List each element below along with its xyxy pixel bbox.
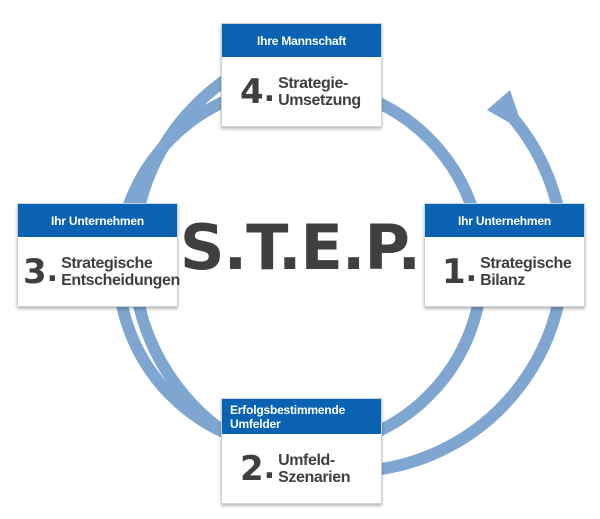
step-4-body: 4. Strategie- Umsetzung (222, 57, 381, 126)
step-2-label-line-1: Umfeld- (278, 451, 335, 469)
step-2-label: Umfeld- Szenarien (278, 452, 350, 486)
step-2-header: Erfolgsbestimmende Umfelder (222, 399, 381, 434)
step-4-dot: . (263, 73, 276, 109)
step-4-box: Ihre Mannschaft 4. Strategie- Umsetzung (221, 23, 382, 127)
step-3-label-line-1: Strategische (61, 254, 153, 272)
step-4-number: 4 (240, 71, 264, 112)
diagram-title: S.T.E.P. (179, 211, 421, 284)
step-1-box: Ihr Unternehmen 1. Strategische Bilanz (424, 203, 585, 307)
step-1-dot: . (465, 253, 478, 289)
step-3-header: Ihr Unternehmen (18, 204, 177, 237)
cycle-arrow-head (487, 90, 524, 131)
step-4-label-line-1: Strategie- (278, 74, 348, 92)
step-1-body: 1. Strategische Bilanz (425, 237, 584, 306)
step-2-body: 2. Umfeld- Szenarien (222, 434, 381, 503)
step-4-label: Strategie- Umsetzung (278, 75, 361, 109)
step-2-box: Erfolgsbestimmende Umfelder 2. Umfeld- S… (221, 398, 382, 504)
step-1-header: Ihr Unternehmen (425, 204, 584, 237)
step-3-box: Ihr Unternehmen 3. Strategische Entschei… (17, 203, 180, 307)
step-2-label-line-2: Szenarien (278, 468, 351, 486)
step-3-label-line-2: Entscheidungen (61, 271, 180, 289)
step-4-label-line-2: Umsetzung (278, 91, 361, 109)
step-3-number: 3 (23, 251, 47, 292)
step-3-dot: . (46, 253, 59, 289)
step-2-dot: . (263, 450, 276, 486)
step-2-number: 2 (240, 448, 264, 489)
step-2-header-line-1: Erfolgsbestimmende (230, 402, 346, 417)
step-3-label: Strategische Entscheidungen (61, 255, 180, 289)
step-1-number: 1 (442, 251, 466, 292)
step-1-label-line-2: Bilanz (480, 271, 525, 289)
step-1-label-line-1: Strategische (480, 254, 572, 272)
step-3-body: 3. Strategische Entscheidungen (18, 237, 180, 306)
step-2-header-line-2: Umfelder (230, 416, 281, 431)
step-1-label: Strategische Bilanz (480, 254, 572, 289)
step-4-header: Ihre Mannschaft (222, 24, 381, 57)
